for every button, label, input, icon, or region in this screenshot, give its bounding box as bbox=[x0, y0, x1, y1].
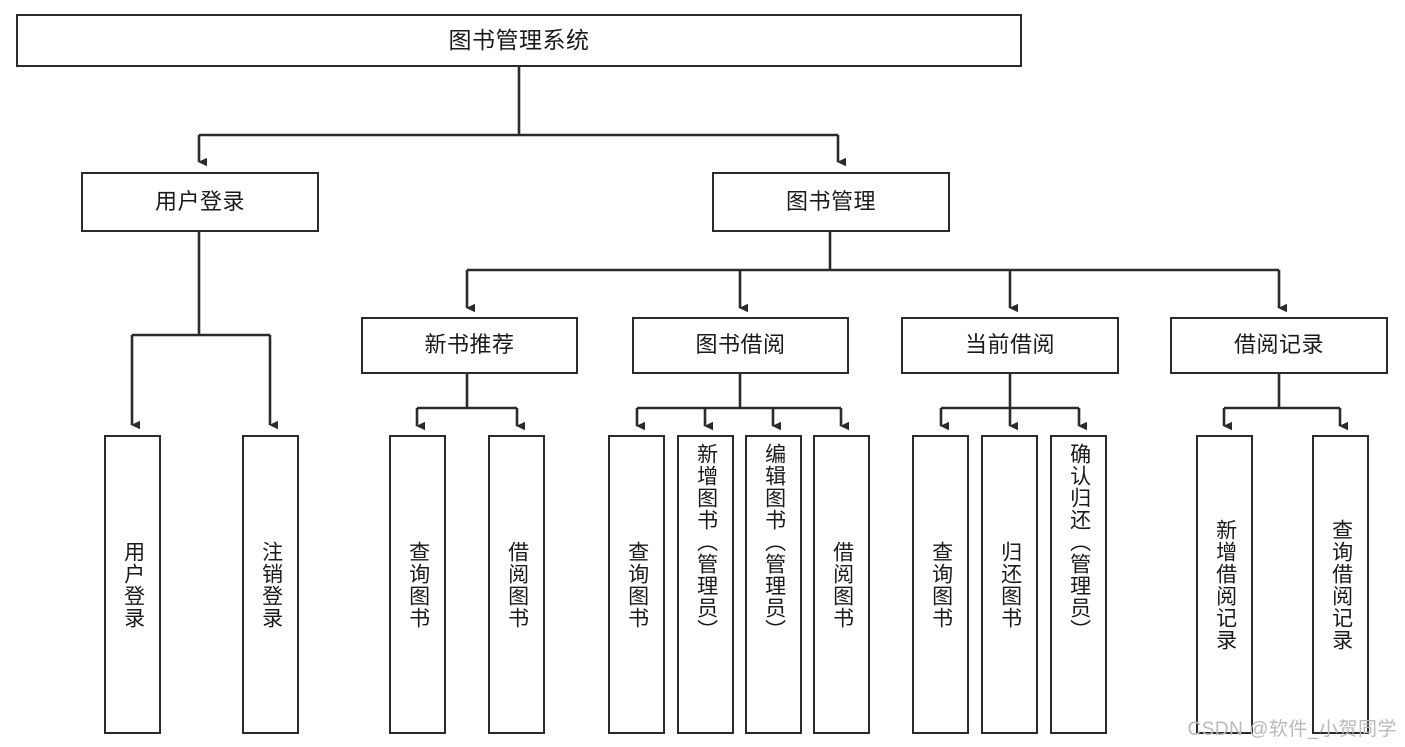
node-label: 借阅记录 bbox=[1233, 332, 1324, 358]
leaf-borrow-query-book[interactable]: 查询图书 bbox=[608, 435, 665, 734]
node-current-borrow[interactable]: 当前借阅 bbox=[901, 317, 1119, 374]
node-label: 图书借阅 bbox=[695, 332, 786, 358]
node-label: 查询图书 bbox=[929, 540, 953, 629]
node-label: 查询图书 bbox=[625, 540, 649, 629]
node-user-login[interactable]: 用户登录 bbox=[81, 172, 319, 232]
node-label: 图书管理系统 bbox=[448, 26, 590, 53]
node-label: 用户登录 bbox=[154, 188, 245, 214]
node-new-book-recommend[interactable]: 新书推荐 bbox=[361, 317, 578, 374]
leaf-borrow-borrow-book[interactable]: 借阅图书 bbox=[813, 435, 870, 734]
leaf-record-query-record[interactable]: 查询借阅记录 bbox=[1312, 435, 1369, 734]
leaf-new-book-query[interactable]: 查询图书 bbox=[389, 435, 446, 734]
node-book-management[interactable]: 图书管理 bbox=[712, 172, 950, 232]
node-label: 借阅图书 bbox=[830, 540, 854, 629]
node-label: 查询图书 bbox=[406, 540, 430, 629]
node-label: 新增借阅记录 bbox=[1213, 518, 1237, 651]
leaf-current-confirm-return-admin[interactable]: 确认归还（管理员） bbox=[1050, 435, 1107, 734]
leaf-record-add-record[interactable]: 新增借阅记录 bbox=[1196, 435, 1253, 734]
leaf-new-book-borrow[interactable]: 借阅图书 bbox=[488, 435, 545, 734]
node-label: 注销登录 bbox=[259, 540, 283, 629]
node-label: 当前借阅 bbox=[964, 332, 1055, 358]
node-root-system[interactable]: 图书管理系统 bbox=[16, 14, 1022, 67]
node-label: 新增图书（管理员） bbox=[694, 443, 718, 641]
watermark-text: CSDN @软件_小贺同学 bbox=[1187, 719, 1397, 740]
node-label: 查询借阅记录 bbox=[1329, 518, 1353, 651]
node-borrow-record[interactable]: 借阅记录 bbox=[1170, 317, 1388, 374]
node-label: 图书管理 bbox=[785, 188, 876, 214]
leaf-borrow-add-book-admin[interactable]: 新增图书（管理员） bbox=[677, 435, 734, 734]
node-label: 用户登录 bbox=[121, 540, 145, 629]
node-label: 新书推荐 bbox=[424, 332, 515, 358]
leaf-current-query-book[interactable]: 查询图书 bbox=[912, 435, 969, 734]
node-label: 借阅图书 bbox=[505, 540, 529, 629]
node-label: 编辑图书（管理员） bbox=[762, 443, 786, 641]
leaf-current-return-book[interactable]: 归还图书 bbox=[981, 435, 1038, 734]
node-label: 确认归还（管理员） bbox=[1067, 443, 1091, 641]
leaf-user-login-signin[interactable]: 用户登录 bbox=[104, 435, 161, 734]
node-label: 归还图书 bbox=[998, 540, 1022, 629]
node-book-borrow[interactable]: 图书借阅 bbox=[632, 317, 849, 374]
leaf-user-login-signout[interactable]: 注销登录 bbox=[242, 435, 299, 734]
leaf-borrow-edit-book-admin[interactable]: 编辑图书（管理员） bbox=[745, 435, 802, 734]
